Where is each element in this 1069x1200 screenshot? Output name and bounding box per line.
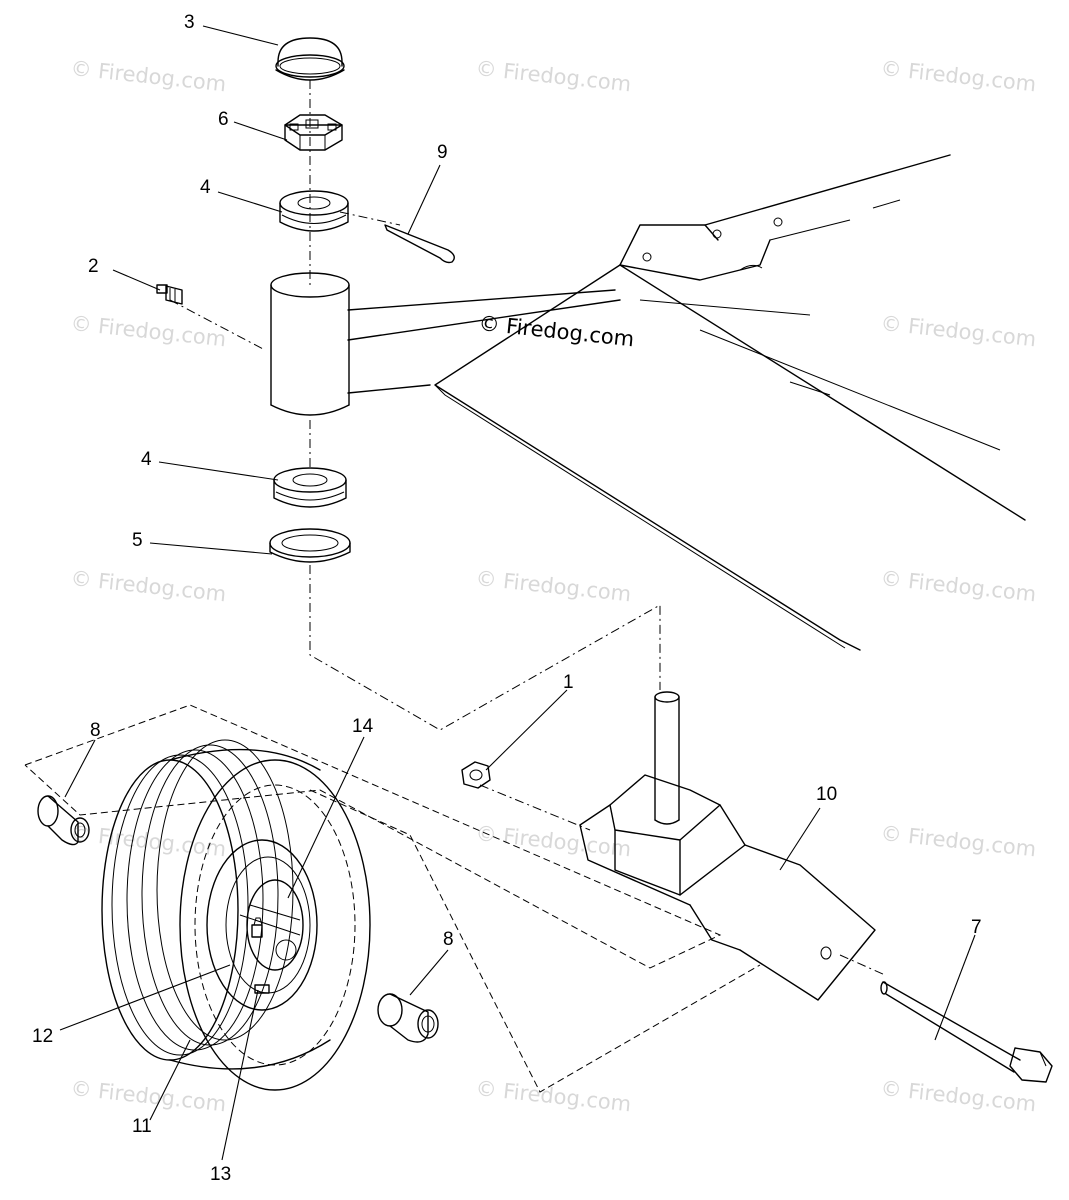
part-caster-fork bbox=[579, 691, 876, 1001]
mower-deck-frame bbox=[347, 154, 1026, 651]
callout-10: 10 bbox=[816, 784, 837, 805]
callout-8-left: 8 bbox=[90, 720, 101, 741]
assembly-axis-lines bbox=[24, 80, 886, 1093]
part-bearing-lower bbox=[273, 467, 347, 508]
part-spacer-right bbox=[377, 993, 439, 1043]
part-tire-wheel bbox=[101, 739, 371, 1091]
callout-5: 5 bbox=[132, 530, 143, 551]
watermark: © Firedog.com bbox=[69, 821, 227, 861]
callout-6: 6 bbox=[218, 109, 229, 130]
watermark: © Firedog.com bbox=[474, 821, 632, 861]
part-axle-bolt bbox=[880, 981, 1053, 1083]
callout-12: 12 bbox=[32, 1026, 53, 1047]
part-nut bbox=[461, 761, 491, 789]
spindle-tube bbox=[270, 272, 350, 416]
callout-9: 9 bbox=[437, 142, 448, 163]
part-grease-fitting bbox=[156, 284, 183, 305]
watermark: © Firedog.com bbox=[879, 821, 1037, 861]
part-seal bbox=[269, 528, 351, 563]
callout-14: 14 bbox=[352, 716, 374, 737]
watermark: © Firedog.com bbox=[69, 566, 227, 606]
watermark: © Firedog.com bbox=[879, 56, 1037, 96]
callout-4-lower: 4 bbox=[141, 449, 152, 470]
callout-13: 13 bbox=[210, 1164, 231, 1185]
callout-leaders bbox=[59, 25, 976, 1161]
watermark: © Firedog.com bbox=[879, 1076, 1037, 1116]
watermark: © Firedog.com bbox=[69, 56, 227, 96]
callout-11: 11 bbox=[132, 1116, 152, 1137]
watermark: © Firedog.com bbox=[474, 566, 632, 606]
part-spacer-left bbox=[37, 795, 90, 846]
watermark-layer: © Firedog.com © Firedog.com © Firedog.co… bbox=[69, 56, 1037, 1116]
part-castle-nut bbox=[284, 114, 343, 151]
callout-1: 1 bbox=[563, 672, 574, 693]
part-cotter-pin bbox=[384, 224, 455, 264]
callout-labels: 3 6 4 2 9 4 5 1 8 14 10 8 7 12 11 13 bbox=[32, 12, 982, 1185]
callout-8-right: 8 bbox=[443, 929, 454, 950]
callout-2: 2 bbox=[88, 256, 99, 277]
watermark: © Firedog.com bbox=[879, 566, 1037, 606]
watermark: © Firedog.com bbox=[474, 56, 632, 96]
part-dust-cap bbox=[275, 37, 345, 81]
watermark: © Firedog.com bbox=[69, 311, 227, 351]
callout-3: 3 bbox=[184, 12, 195, 33]
callout-4-upper: 4 bbox=[200, 177, 211, 198]
watermark: © Firedog.com bbox=[69, 1076, 227, 1116]
watermark: © Firedog.com bbox=[474, 1076, 632, 1116]
watermark: © Firedog.com bbox=[879, 311, 1037, 351]
part-bearing-upper bbox=[279, 190, 349, 232]
callout-7: 7 bbox=[971, 917, 982, 938]
